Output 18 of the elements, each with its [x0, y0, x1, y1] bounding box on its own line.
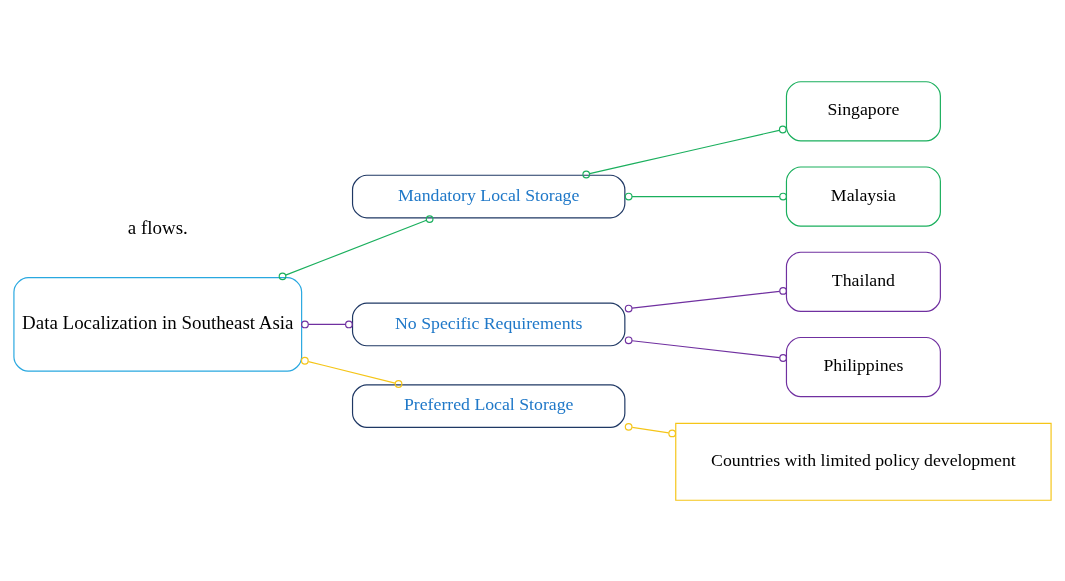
- connector: [300, 356, 403, 388]
- connector: [301, 320, 353, 328]
- node-box: Singapore: [785, 80, 941, 141]
- node-box: Preferred Local Storage: [351, 383, 626, 428]
- connector: [624, 422, 677, 437]
- node-box: Malaysia: [785, 165, 941, 227]
- node-box: Data Localization in Southeast Asia: [13, 276, 303, 372]
- node-box: Mandatory Local Storage: [351, 174, 626, 218]
- node-box: No Specific Requirements: [351, 302, 626, 346]
- connector: [624, 335, 787, 362]
- node-box: Thailand: [785, 251, 941, 312]
- connector: [582, 125, 787, 178]
- node-box: Countries with limited policy development: [675, 422, 1052, 501]
- node-box: Philippines: [785, 336, 941, 397]
- connector: [624, 286, 787, 312]
- connector: [278, 214, 434, 280]
- label: a flows.: [127, 216, 188, 238]
- connector: [624, 192, 787, 200]
